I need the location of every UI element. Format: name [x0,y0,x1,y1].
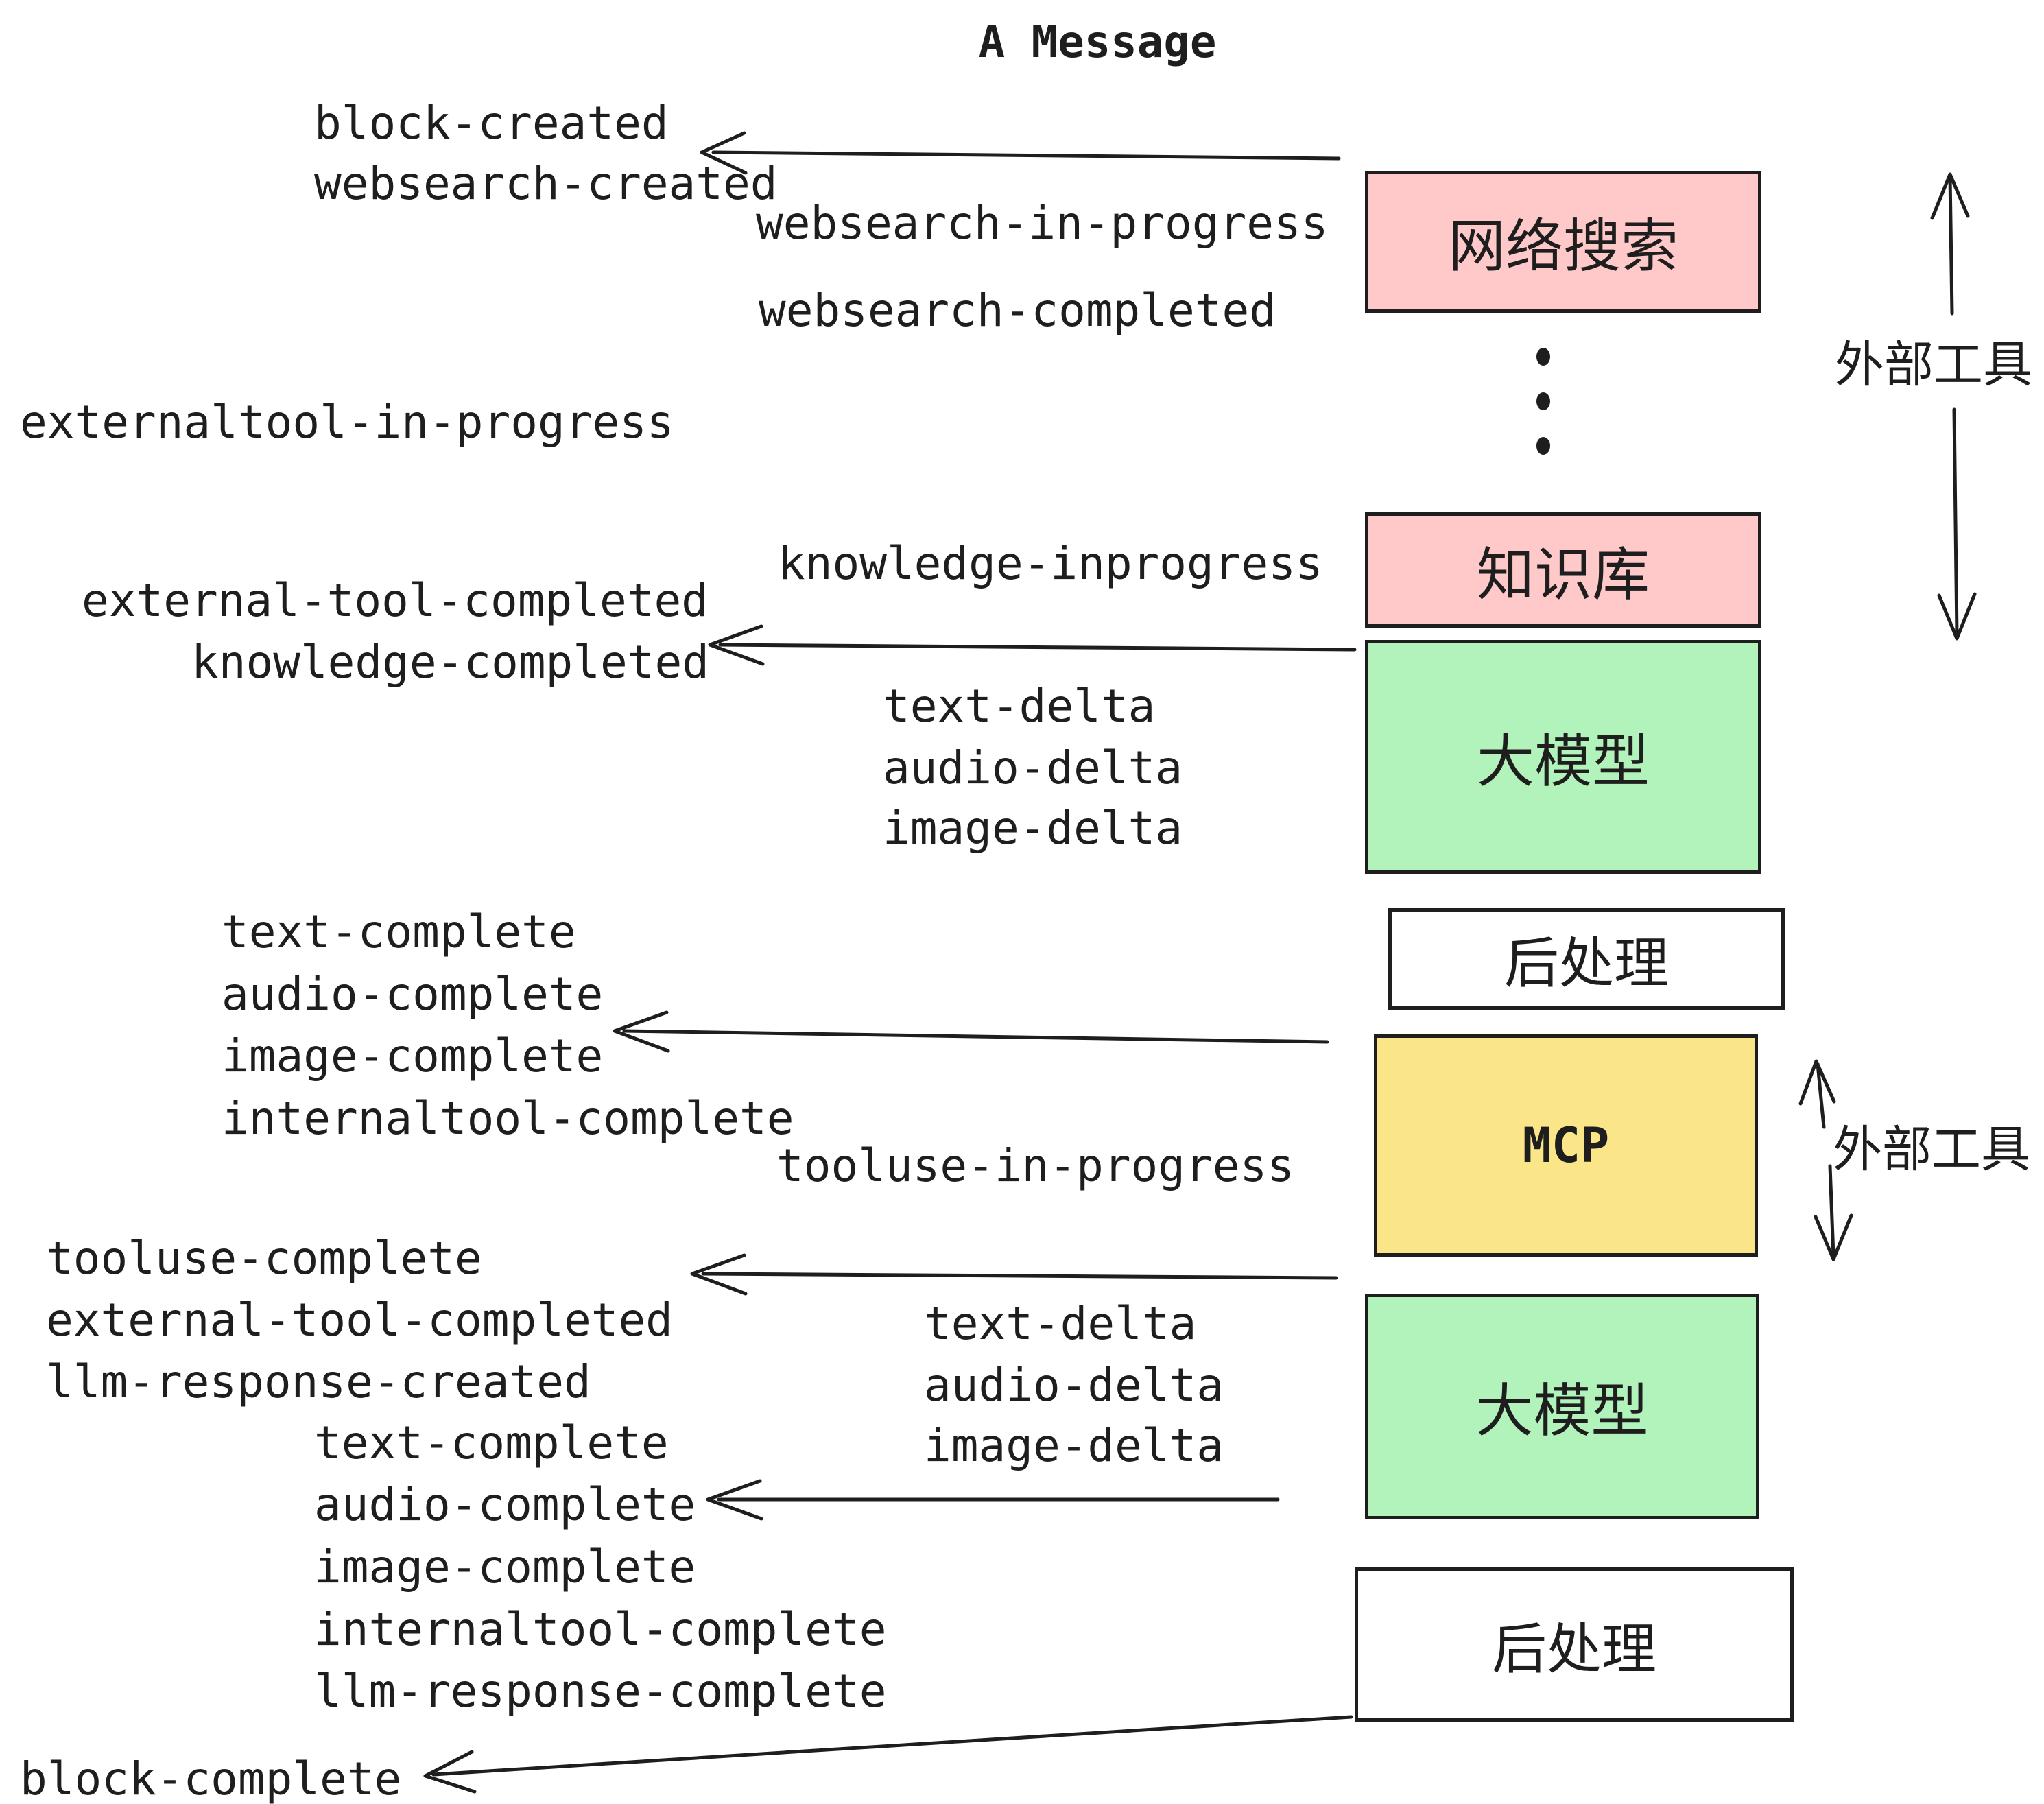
external-tools-label-1: 外部工具 [1835,335,2033,394]
event-label: knowledge-inprogress [778,537,1323,590]
arrow-to-audio-complete [706,1479,1280,1521]
event-label: audio-complete [314,1478,696,1531]
event-label: llm-response-created [46,1355,591,1408]
flow-box-knowledge: 知识库 [1365,512,1761,628]
event-label: knowledge-completed [191,636,709,689]
event-label: tooluse-in-progress [776,1139,1294,1192]
event-label: audio-delta [883,741,1183,794]
page-title: A Message [978,17,1217,68]
event-label: llm-response-complete [314,1665,887,1718]
flow-box-llm-2: 大模型 [1365,1294,1759,1519]
flow-box-postprocess-1: 后处理 [1388,908,1785,1010]
event-label: audio-delta [924,1359,1224,1412]
flow-box-llm-1: 大模型 [1365,640,1761,874]
event-label: external-tool-completed [82,574,709,627]
event-label: image-complete [222,1030,604,1082]
event-label: image-complete [314,1541,696,1593]
arrow-to-image-complete [613,1010,1329,1053]
external-tools-label-2: 外部工具 [1833,1120,2031,1178]
event-label: audio-complete [222,968,604,1021]
arrow-to-knowledge-completed [708,624,1357,666]
flow-box-postprocess-2: 后处理 [1355,1567,1794,1722]
arrow-to-block-complete [423,1715,1353,1794]
event-label: internaltool-complete [222,1092,794,1145]
arrow-to-tooluse-complete [690,1253,1338,1296]
flow-box-websearch: 网络搜索 [1365,171,1761,313]
event-label: block-created [314,97,669,150]
event-label: websearch-created [314,157,778,210]
event-label: text-complete [222,905,576,958]
event-label: block-complete [20,1753,402,1804]
event-label: websearch-completed [759,284,1276,337]
ellipsis-dots [1536,348,1550,455]
event-label: external-tool-completed [46,1294,673,1346]
event-label: tooluse-complete [46,1232,482,1285]
event-label: text-delta [883,680,1156,733]
event-label: text-delta [924,1297,1197,1350]
arrow-to-websearch-created [700,131,1341,175]
event-label: image-delta [924,1419,1224,1472]
flow-box-mcp: MCP [1374,1034,1758,1257]
event-label: image-delta [883,802,1183,855]
event-label: text-complete [314,1416,669,1469]
event-label: websearch-in-progress [756,197,1329,250]
event-label: internaltool-complete [314,1603,887,1656]
external-tools-range-arrow-1 [1930,172,1977,641]
event-label: externaltool-in-progress [20,396,674,449]
external-tools-range-arrow-2 [1798,1059,1853,1261]
